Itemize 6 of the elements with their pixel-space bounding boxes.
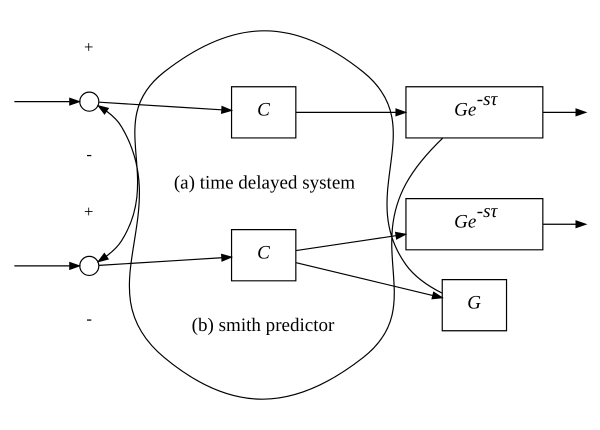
label: (a) time delayed system	[174, 172, 356, 194]
label: -	[86, 144, 92, 164]
label: -	[86, 308, 92, 328]
label: (b) smith predictor	[192, 315, 334, 336]
label: +	[84, 37, 94, 56]
label: +	[84, 202, 94, 221]
